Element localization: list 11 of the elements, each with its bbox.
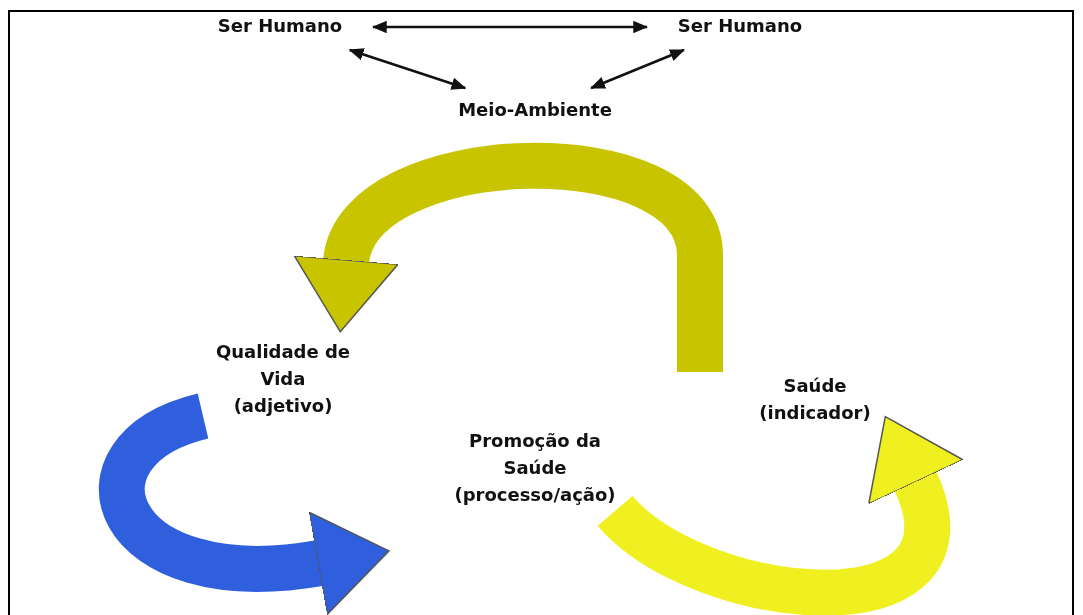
arrow: [371, 20, 649, 34]
node-label: Saúde (indicador): [758, 374, 872, 425]
arrow: [589, 48, 686, 90]
node-label: Promoção da Saúde (processo/ação): [453, 429, 617, 507]
arrow: [348, 48, 467, 90]
node-label: Ser Humano: [676, 14, 804, 38]
curved-arrow: [296, 142, 723, 372]
node-label: Ser Humano: [216, 14, 344, 38]
node-label: Meio-Ambiente: [457, 98, 613, 122]
curved-arrow: [99, 394, 391, 615]
node-label: Qualidade de Vida (adjetivo): [215, 340, 351, 418]
